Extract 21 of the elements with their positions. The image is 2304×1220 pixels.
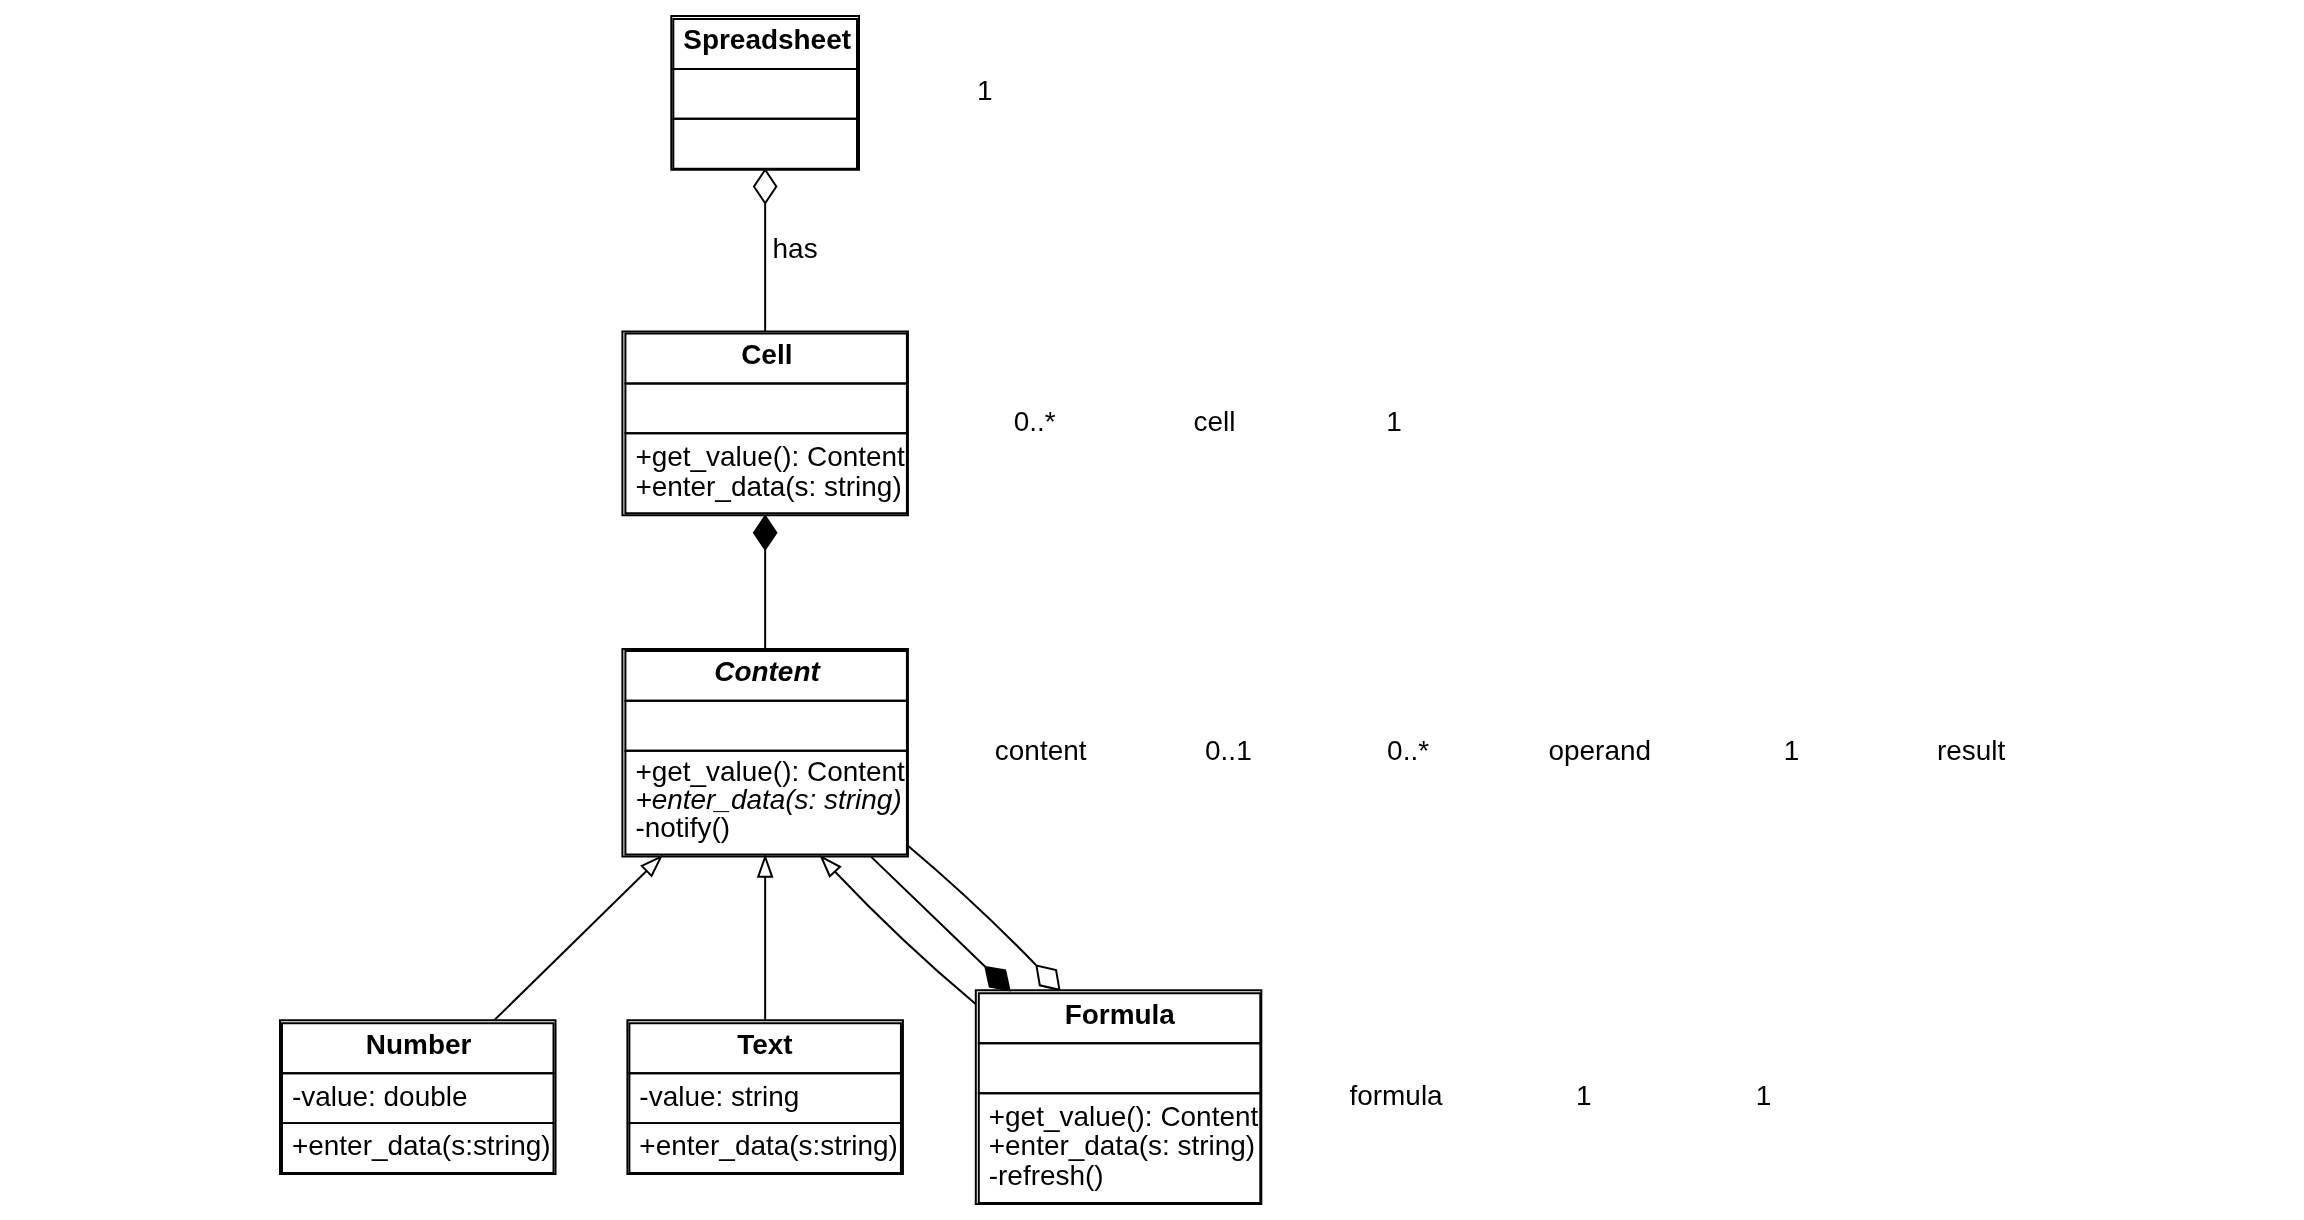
label: cell xyxy=(1192,405,1235,437)
label: operand xyxy=(1547,735,1651,767)
label: 1 xyxy=(1783,735,1799,767)
label: formula xyxy=(1349,1079,1443,1111)
arrow xyxy=(492,854,663,1022)
label: 1 xyxy=(1575,1079,1592,1111)
arrow xyxy=(756,853,774,1022)
label: 0..1 xyxy=(1204,735,1252,767)
connector xyxy=(906,845,1061,992)
label: result xyxy=(1936,735,2005,767)
edge-label: has xyxy=(772,233,818,264)
connector xyxy=(752,514,778,650)
connector xyxy=(869,855,1011,992)
arrow xyxy=(818,854,977,1006)
label: 0..* xyxy=(1013,405,1056,437)
label: 0..* xyxy=(1386,735,1429,767)
label: content xyxy=(994,735,1087,767)
label: 1 xyxy=(1385,405,1402,437)
label: 1 xyxy=(1755,1079,1771,1111)
connector xyxy=(752,167,778,333)
label: 1 xyxy=(976,75,993,107)
